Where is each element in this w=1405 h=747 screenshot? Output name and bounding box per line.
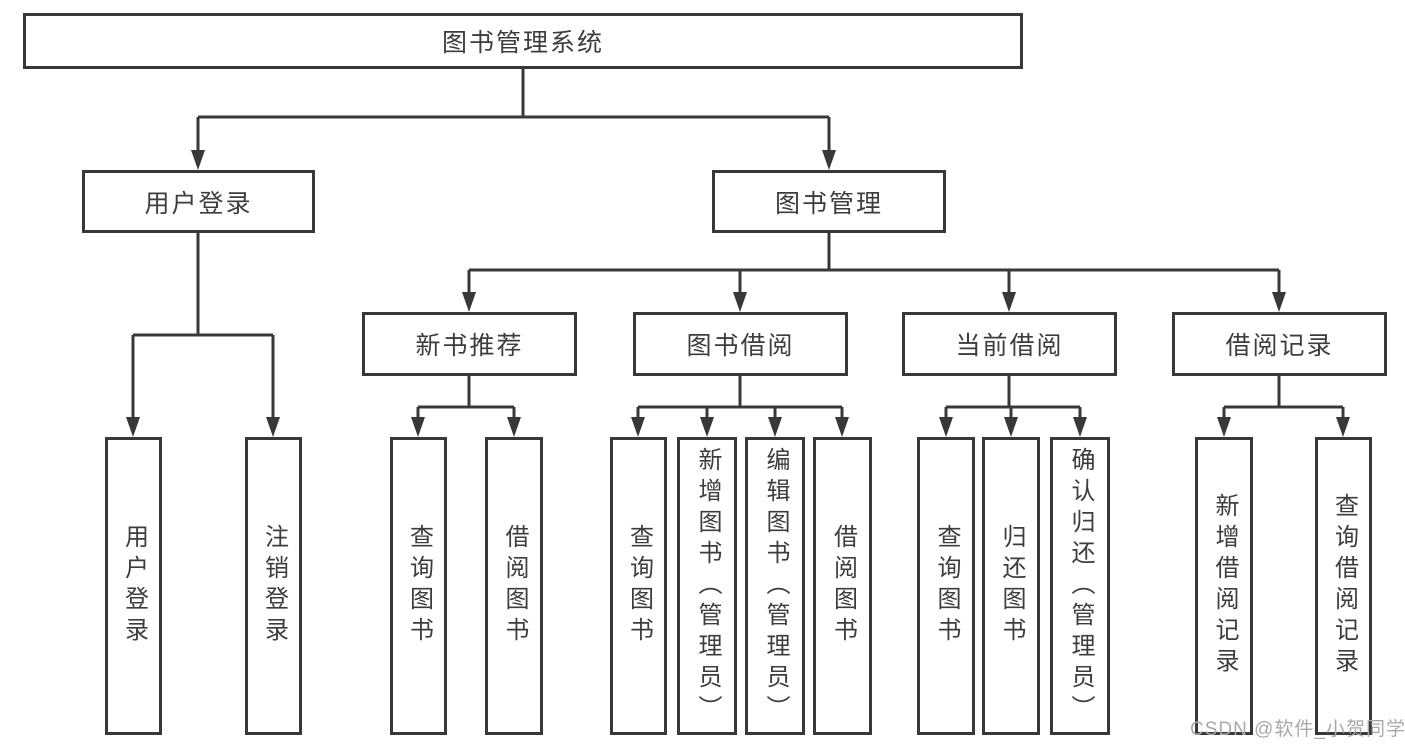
node-new-book-recommend: 新书推荐 — [362, 312, 577, 376]
records-branch-line — [1222, 376, 1345, 425]
csdn-watermark: CSDN @软件_小贺同学 — [1190, 719, 1405, 740]
leaf-recommend-query-books: 查询图书 — [390, 437, 447, 735]
node-book-management: 图书管理 — [712, 170, 946, 233]
root-branch-line — [196, 69, 831, 158]
leaf-add-borrow-record: 新增借阅记录 — [1195, 437, 1253, 735]
leaf-borrow-query-books: 查询图书 — [610, 437, 667, 735]
node-current-borrow: 当前借阅 — [902, 312, 1117, 376]
recommend-branch-line — [416, 376, 516, 425]
leaf-confirm-return-admin: 确认归还（管理员） — [1050, 437, 1110, 735]
node-book-borrow: 图书借阅 — [633, 312, 848, 376]
leaf-add-book-admin: 新增图书（管理员） — [677, 437, 737, 735]
leaf-logout: 注销登录 — [245, 437, 302, 735]
current-branch-line — [944, 376, 1082, 425]
leaf-borrow-books: 借阅图书 — [813, 437, 872, 735]
leaf-current-query-books: 查询图书 — [917, 437, 975, 735]
user-login-branch-line — [131, 233, 275, 425]
arrowheads — [126, 150, 1350, 437]
node-borrow-records: 借阅记录 — [1172, 312, 1387, 376]
book-mgmt-branch-line — [467, 233, 1281, 300]
leaf-query-borrow-record: 查询借阅记录 — [1315, 437, 1372, 735]
leaf-edit-book-admin: 编辑图书（管理员） — [745, 437, 805, 735]
node-user-login: 用户登录 — [82, 170, 315, 233]
node-system-root: 图书管理系统 — [23, 13, 1023, 69]
leaf-return-book: 归还图书 — [982, 437, 1040, 735]
leaf-user-login: 用户登录 — [105, 437, 162, 735]
leaf-recommend-borrow-books: 借阅图书 — [485, 437, 543, 735]
borrow-branch-line — [636, 376, 844, 425]
